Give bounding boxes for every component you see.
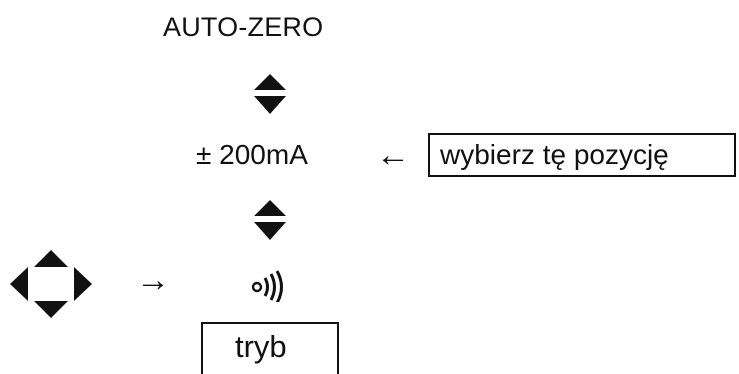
range-value: ± 200mA	[196, 139, 308, 170]
mode-button[interactable]: tryb	[201, 322, 339, 374]
mode-label: tryb	[235, 329, 287, 364]
up-down-arrows-icon	[254, 200, 286, 240]
left-arrow: ←	[376, 136, 410, 174]
up-down-arrows-icon	[254, 74, 286, 114]
callout-label: wybierz tę pozycję	[440, 139, 669, 170]
continuity-sound-icon	[251, 270, 283, 302]
select-position-callout: wybierz tę pozycję	[428, 133, 736, 177]
four-way-navigation-icon	[10, 250, 92, 318]
auto-zero-title: AUTO-ZERO	[163, 12, 324, 42]
right-arrow: →	[136, 261, 170, 299]
